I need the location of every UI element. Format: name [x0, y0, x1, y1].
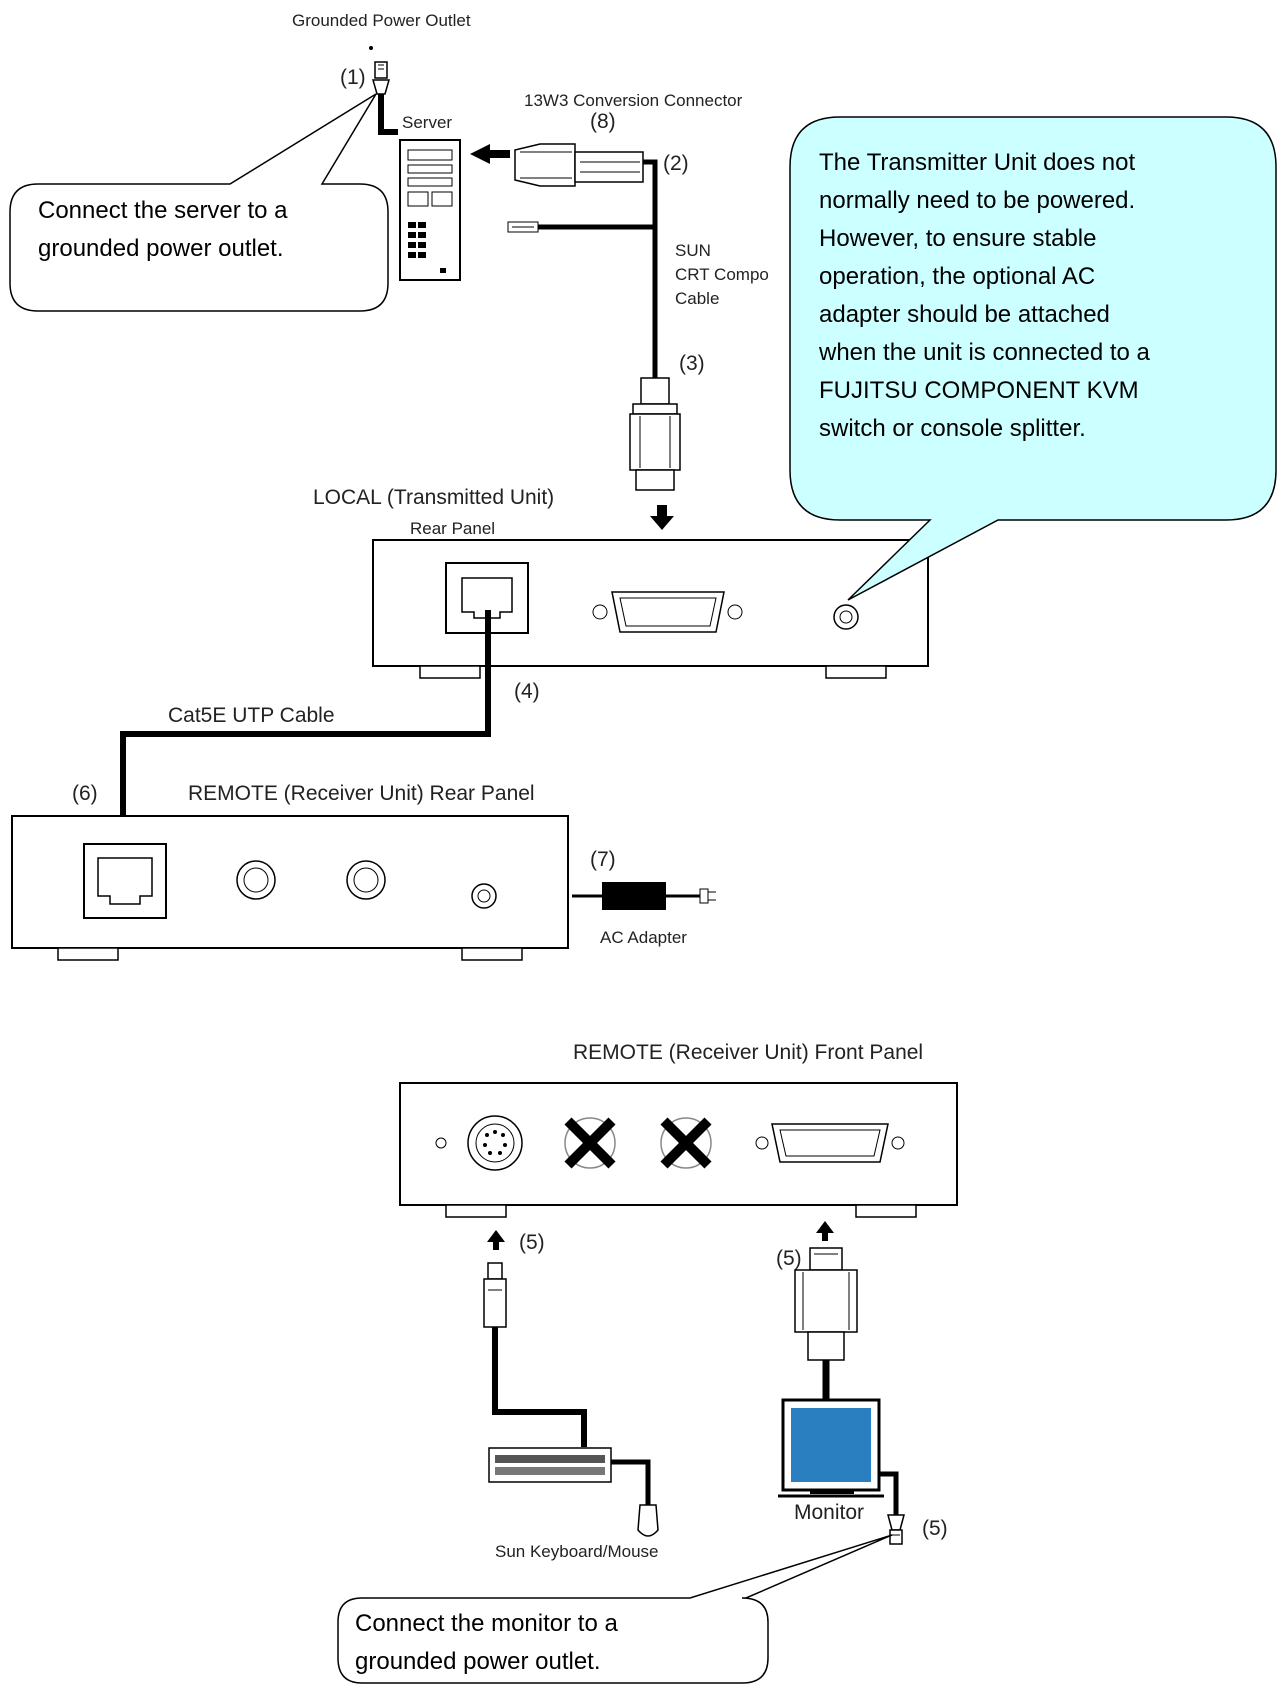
transmitter-callout-line: when the unit is connected to a — [819, 339, 1150, 366]
transmitter-callout-line: normally need to be powered. — [819, 187, 1136, 214]
monitor-power-callout-bubble — [337, 1534, 893, 1684]
server-power-callout-text: Connect the server to a grounded power o… — [38, 192, 287, 268]
sun-cable-label-1: SUN — [675, 241, 711, 260]
server-power-callout-bubble — [9, 93, 389, 312]
arrow-up-icon — [487, 1230, 505, 1250]
transmitter-callout-line: FUJITSU COMPONENT KVM — [819, 377, 1139, 404]
mini-din-plug-icon — [483, 1262, 507, 1328]
monitor-power-plug-icon — [887, 1514, 905, 1545]
remote-front-label: REMOTE (Receiver Unit) Front Panel — [573, 1041, 923, 1064]
keyboard-icon — [488, 1447, 612, 1483]
rear-panel-label: Rear Panel — [410, 519, 495, 538]
label-n8: (8) — [590, 110, 616, 133]
arrow-down-icon — [650, 505, 674, 530]
label-n7: (7) — [590, 848, 616, 871]
label-n4: (4) — [514, 680, 540, 703]
transmitter-callout-line: adapter should be attached — [819, 301, 1110, 328]
sun-cable-label-3: Cable — [675, 289, 719, 308]
arrow-up-icon — [816, 1221, 834, 1241]
transmitter-callout-line: The Transmitter Unit does not — [819, 149, 1136, 176]
remote-unit-rear-panel — [11, 815, 569, 961]
transmitter-callout-line: switch or console splitter. — [819, 415, 1086, 442]
conversion-connector-icon — [514, 143, 644, 187]
transmitter-power-callout-bubble — [789, 116, 1277, 601]
ac-adapter-label: AC Adapter — [600, 928, 687, 947]
grounded-power-outlet-label: Grounded Power Outlet — [292, 11, 471, 30]
label-n6: (6) — [72, 782, 98, 805]
monitor-label: Monitor — [794, 1501, 864, 1524]
label-n3: (3) — [679, 352, 705, 375]
monitor-power-callout-line: Connect the monitor to a — [355, 1610, 618, 1637]
server-power-callout-line: Connect the server to a — [38, 197, 288, 224]
vga-connector-icon — [629, 377, 681, 491]
remote-rear-label: REMOTE (Receiver Unit) Rear Panel — [188, 782, 535, 805]
monitor-power-callout-line: grounded power outlet. — [355, 1648, 601, 1675]
label-n5-keyboard: (5) — [519, 1231, 545, 1254]
sun-cable-label-2: CRT Compo — [675, 265, 769, 284]
arrow-left-icon — [470, 144, 510, 164]
server-power-callout-line: grounded power outlet. — [38, 235, 284, 262]
server-power-plug-icon — [372, 61, 390, 95]
mouse-icon — [637, 1504, 659, 1537]
server-label: Server — [402, 113, 452, 132]
not-used-x-icon — [564, 1117, 616, 1169]
transmitter-callout-line: operation, the optional AC — [819, 263, 1096, 290]
remote-unit-front-panel — [399, 1082, 958, 1218]
label-n1: (1) — [340, 66, 366, 89]
monitor-power-callout-text: Connect the monitor to a grounded power … — [355, 1605, 618, 1681]
server-icon — [399, 139, 461, 281]
transmitter-callout-line: However, to ensure stable — [819, 225, 1097, 252]
cable-plug-icon — [507, 221, 539, 233]
ac-adapter-icon — [572, 882, 716, 910]
conversion-connector-label: 13W3 Conversion Connector — [524, 91, 743, 110]
label-n2: (2) — [663, 152, 689, 175]
label-n5-monitor: (5) — [776, 1247, 802, 1270]
transmitter-power-callout-text: The Transmitter Unit does not normally n… — [819, 144, 1150, 448]
label-n5-outlet: (5) — [922, 1517, 948, 1540]
not-used-x-icon — [660, 1117, 712, 1169]
local-unit-label: LOCAL (Transmitted Unit) — [313, 486, 554, 509]
keyboard-mouse-label: Sun Keyboard/Mouse — [495, 1542, 659, 1561]
cat5e-label: Cat5E UTP Cable — [168, 704, 335, 727]
local-unit-rear-panel — [372, 539, 929, 679]
vga-plug-icon — [794, 1247, 858, 1361]
monitor-icon — [778, 1398, 884, 1498]
